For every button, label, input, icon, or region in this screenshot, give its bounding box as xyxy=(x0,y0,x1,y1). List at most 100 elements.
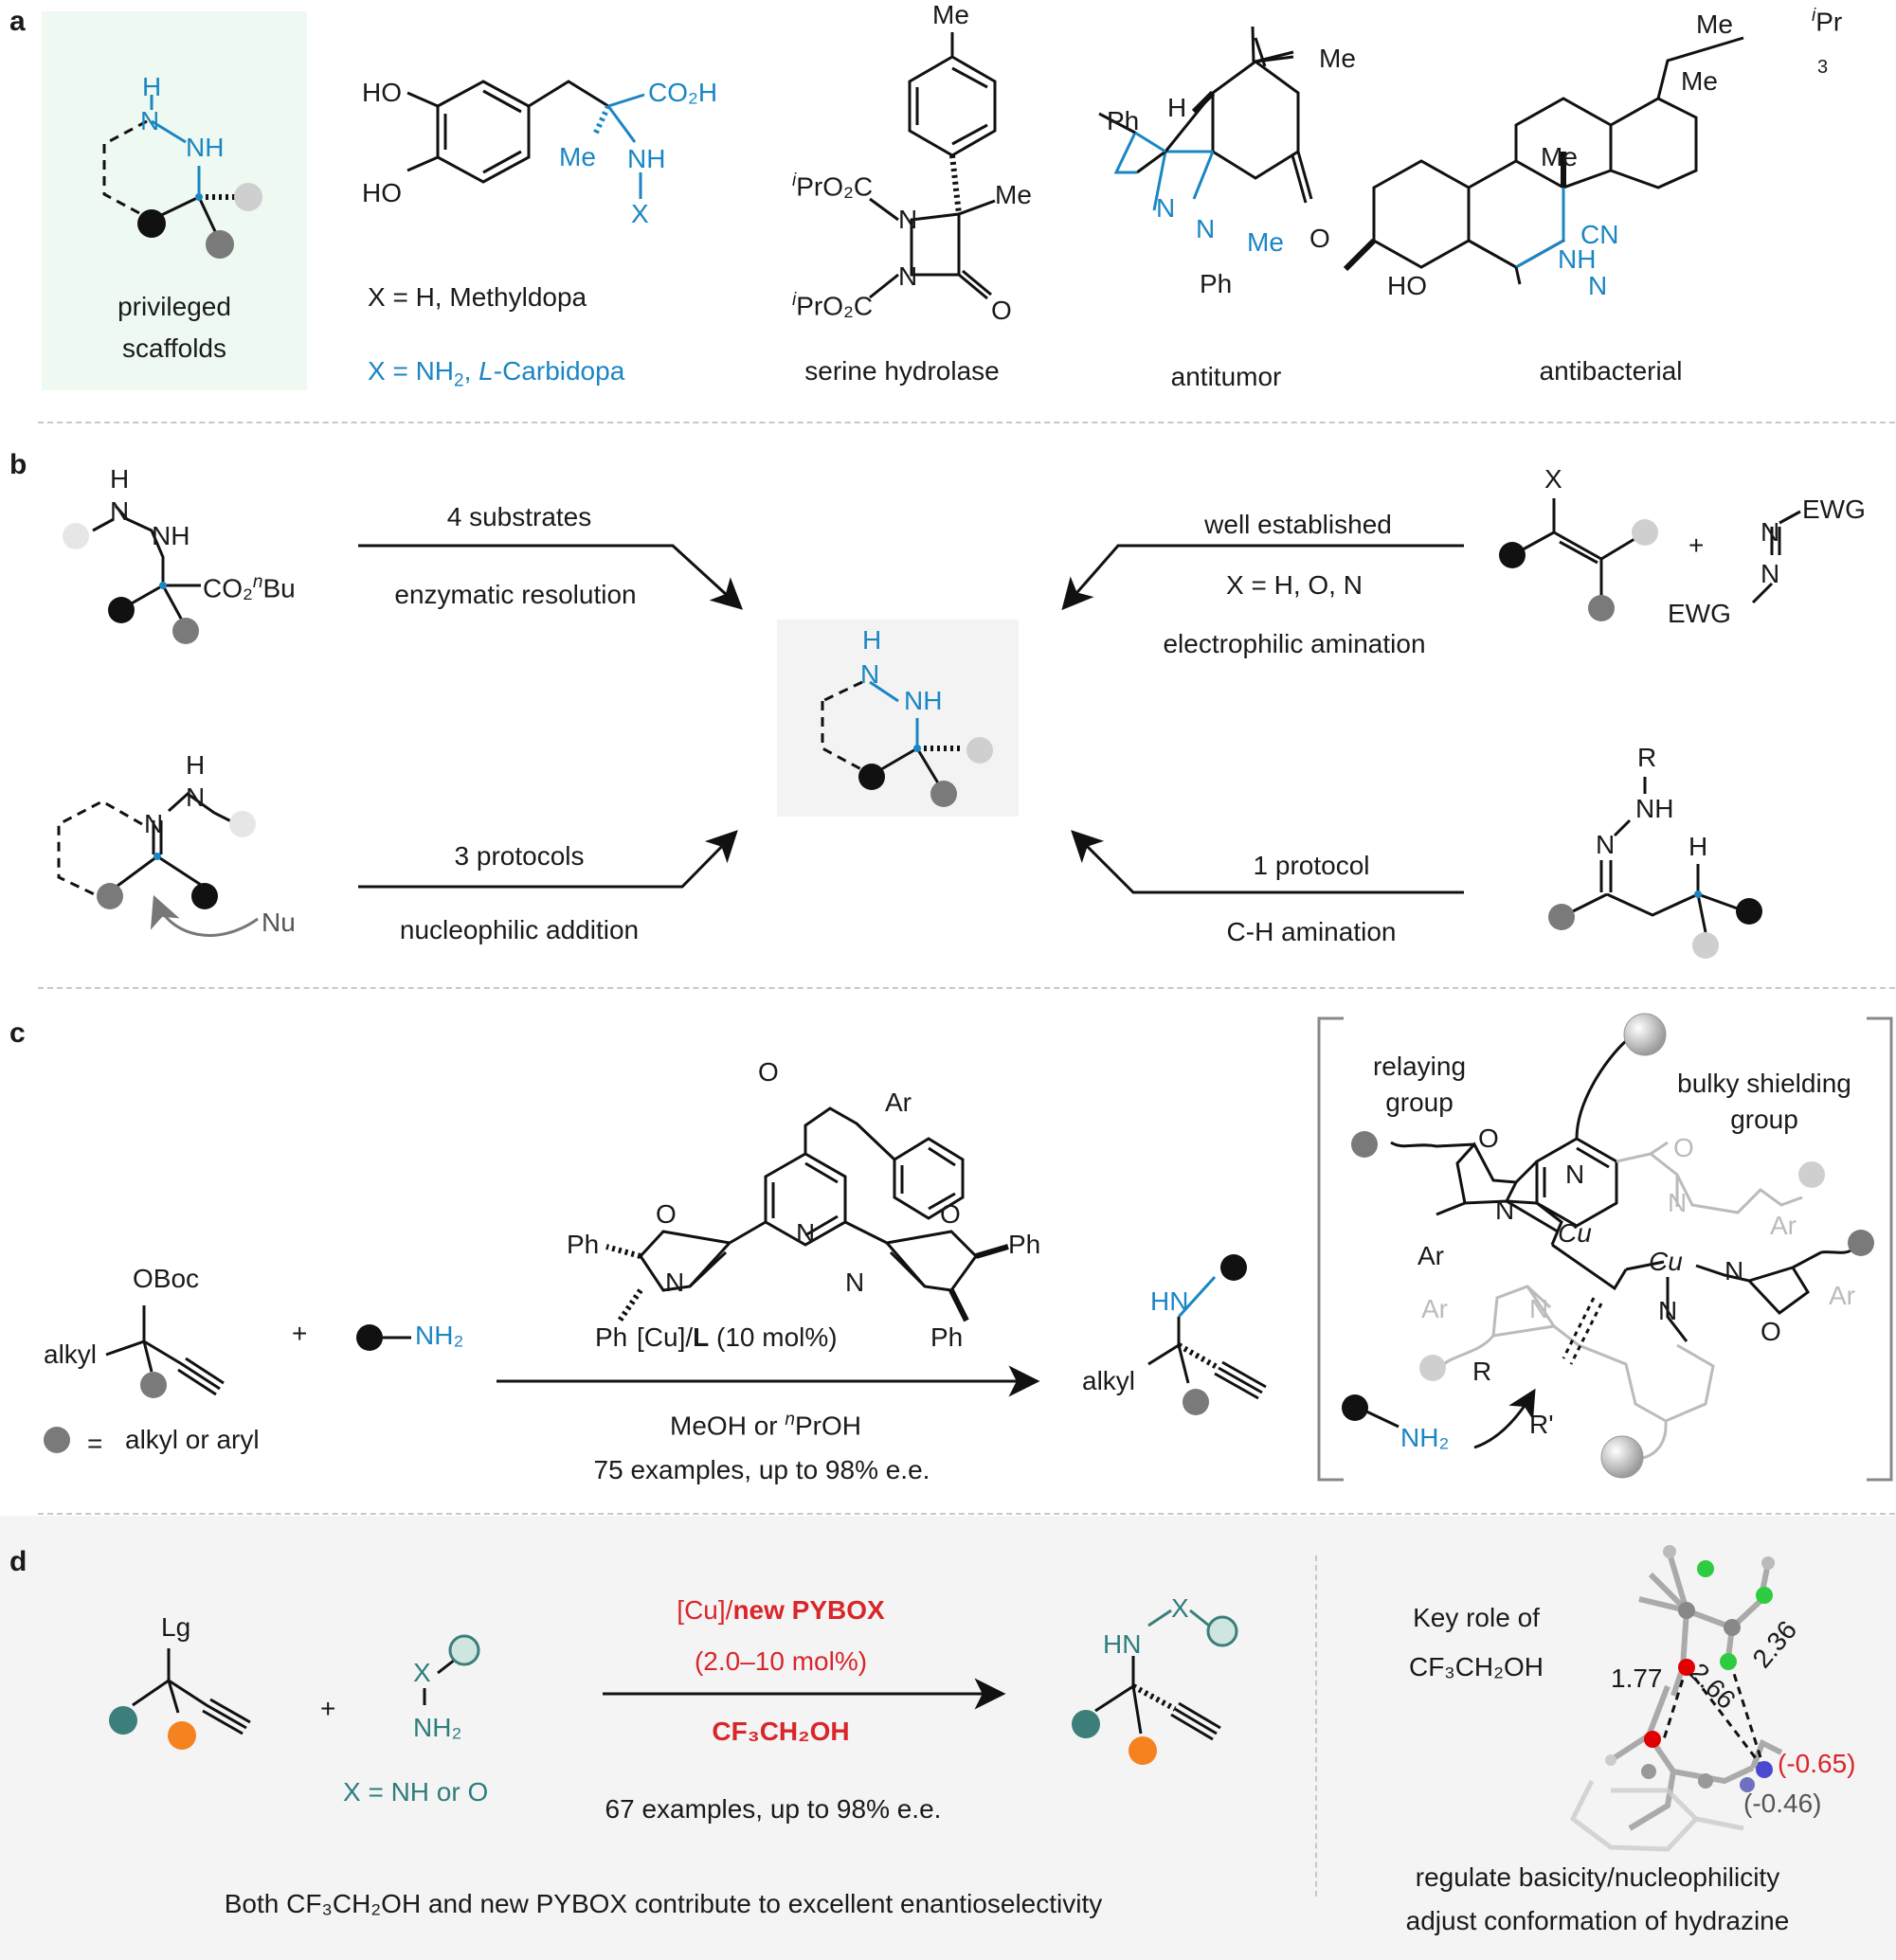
a-antibacterial-Me-2: Me xyxy=(1681,66,1718,96)
b-ester-N: N xyxy=(110,496,130,526)
d-substrate xyxy=(132,1648,251,1735)
b-chain-NH: NH xyxy=(1635,794,1674,823)
b-hydrazone-Nu: Nu xyxy=(262,908,296,937)
a-methyldopa-HO-2: HO xyxy=(362,178,402,207)
c-ligand-N-right: N xyxy=(845,1268,865,1297)
b-ester-H: H xyxy=(110,464,130,494)
c-ligand-O-top: O xyxy=(758,1057,779,1087)
c-relaying-2: group xyxy=(1385,1088,1454,1117)
b-chain-N: N xyxy=(1596,830,1616,859)
a-serine-iPrO2C-1: iPrO₂C xyxy=(792,171,874,202)
d-charge-1: (-0.65) xyxy=(1778,1749,1856,1778)
c-product-alkyl: alkyl xyxy=(1082,1366,1136,1395)
c-complex-bracket xyxy=(1317,1016,1893,1482)
d-product-ball-light xyxy=(1206,1615,1238,1647)
c-complex-O-3: O xyxy=(1673,1133,1694,1162)
b-ester-CO2nBu: CO₂nBu xyxy=(203,572,296,603)
divider-c-d xyxy=(38,1513,1895,1515)
c-complex-O-2: O xyxy=(1761,1317,1781,1346)
b-label-1-protocol: 1 protocol xyxy=(1253,851,1370,880)
c-ligand-O-right: O xyxy=(940,1199,961,1229)
c-ligand-Ph-4: Ph xyxy=(930,1322,964,1352)
a-antitumor-Me: Me xyxy=(1247,227,1284,257)
a-scaffold-caption-2: scaffolds xyxy=(122,333,226,363)
d-substrate-ball-orange xyxy=(168,1721,196,1750)
a-antibacterial-sub3: 3 xyxy=(1817,57,1829,78)
b-chain-R: R xyxy=(1637,743,1657,772)
a-methyldopa-Me: Me xyxy=(559,142,596,171)
c-complex-sphere-bottom xyxy=(1600,1435,1644,1479)
b-chain-ball-mid xyxy=(1548,904,1575,930)
c-propargyl-carbonate xyxy=(105,1305,225,1396)
b-target-dot xyxy=(913,745,921,752)
divider-d-vertical xyxy=(1315,1555,1317,1897)
d-product-HN: HN xyxy=(1103,1629,1142,1659)
a-antitumor-O: O xyxy=(1309,224,1330,253)
c-complex-Rp: R' xyxy=(1529,1410,1554,1439)
scaffold-a-ball-mid xyxy=(206,230,234,259)
a-antitumor-caption: antitumor xyxy=(1170,362,1282,391)
a-antitumor-N-1: N xyxy=(1156,193,1176,223)
b-alkene-ball-dark xyxy=(1499,542,1526,568)
scaffold-a-ball-dark xyxy=(137,209,166,238)
b-azo-EWG-1: EWG xyxy=(1802,494,1866,524)
c-complex-attack-arrow xyxy=(1473,1388,1536,1449)
a-methyldopa-HO-1: HO xyxy=(362,78,402,107)
b-ester-dot xyxy=(159,582,167,589)
c-product-HN: HN xyxy=(1150,1286,1189,1316)
d-NH2: NH₂ xyxy=(413,1713,462,1742)
b-label-ch-amination: C-H amination xyxy=(1226,917,1397,946)
d-scope: 67 examples, up to 98% e.e. xyxy=(605,1794,942,1824)
d-catalyst: [Cu]/new PYBOX xyxy=(677,1595,885,1625)
a-serine-N-1: N xyxy=(898,205,918,234)
c-solvent: MeOH or nPrOH xyxy=(670,1410,861,1441)
c-complex-ball-light-right xyxy=(1798,1161,1825,1188)
b-alkene-ball-light xyxy=(1632,519,1658,546)
arrow-enzymatic xyxy=(358,544,744,610)
c-complex-sphere-top xyxy=(1623,1013,1667,1056)
b-target-N: N xyxy=(860,659,880,689)
a-serine-iPrO2C-2: iPrO₂C xyxy=(792,290,874,321)
d-loading: (2.0–10 mol%) xyxy=(694,1646,868,1676)
a-antibacterial-HO: HO xyxy=(1387,271,1427,300)
c-complex-Cu-1: Cu xyxy=(1558,1218,1592,1248)
b-chain-H: H xyxy=(1688,832,1708,861)
d-x-def: X = NH or O xyxy=(343,1777,489,1807)
scaffold-highlight xyxy=(42,11,307,390)
b-chain-dot xyxy=(1694,890,1702,898)
c-complex-Ar-4: Ar xyxy=(1421,1294,1448,1323)
c-OBoc: OBoc xyxy=(133,1264,200,1293)
a-methyldopa-caption: X = H, Methyldopa xyxy=(368,282,587,312)
b-alkene-plus: + xyxy=(1688,530,1705,560)
c-pybox-ligand xyxy=(605,1106,1009,1322)
b-target-H: H xyxy=(862,625,882,655)
b-ester-NH: NH xyxy=(152,521,190,550)
d-key-role-2: CF₃CH₂OH xyxy=(1408,1652,1544,1681)
c-ligand-Ar: Ar xyxy=(885,1088,912,1117)
c-complex-N-4: N xyxy=(1658,1296,1678,1325)
divider-a-b xyxy=(38,422,1895,423)
a-antibacterial-Me-3: Me xyxy=(1541,142,1578,171)
d-note-2: adjust conformation of hydrazine xyxy=(1405,1906,1790,1935)
d-solvent: CF₃CH₂OH xyxy=(712,1717,850,1746)
c-complex-N-5: N xyxy=(1668,1188,1688,1217)
b-target-ball-light xyxy=(966,737,993,764)
a-antibacterial-caption: antibacterial xyxy=(1539,356,1683,386)
a-serine-Me: Me xyxy=(995,180,1032,209)
c-legend-ball-mid xyxy=(44,1427,70,1453)
a-antibacterial-N: N xyxy=(1588,271,1608,300)
a-antitumor-Ph-2: Ph xyxy=(1200,269,1233,298)
c-complex-ball-light-left xyxy=(1419,1355,1446,1381)
a-antitumor-N-2: N xyxy=(1196,214,1216,243)
c-bulky-2: group xyxy=(1730,1105,1798,1134)
c-complex-ball-mid-left xyxy=(1351,1131,1378,1158)
c-alkyl: alkyl xyxy=(44,1340,98,1369)
c-product xyxy=(1147,1275,1267,1400)
a-antitumor-Ph: Ph xyxy=(1107,106,1140,135)
b-label-x-def: X = H, O, N xyxy=(1226,570,1363,600)
b-target-NH: NH xyxy=(904,686,943,715)
methyldopa-structure xyxy=(406,80,645,199)
b-azo-N-1: N xyxy=(1761,517,1780,547)
b-alkene-X: X xyxy=(1544,464,1562,494)
d-substrate-ball-teal xyxy=(109,1706,137,1735)
